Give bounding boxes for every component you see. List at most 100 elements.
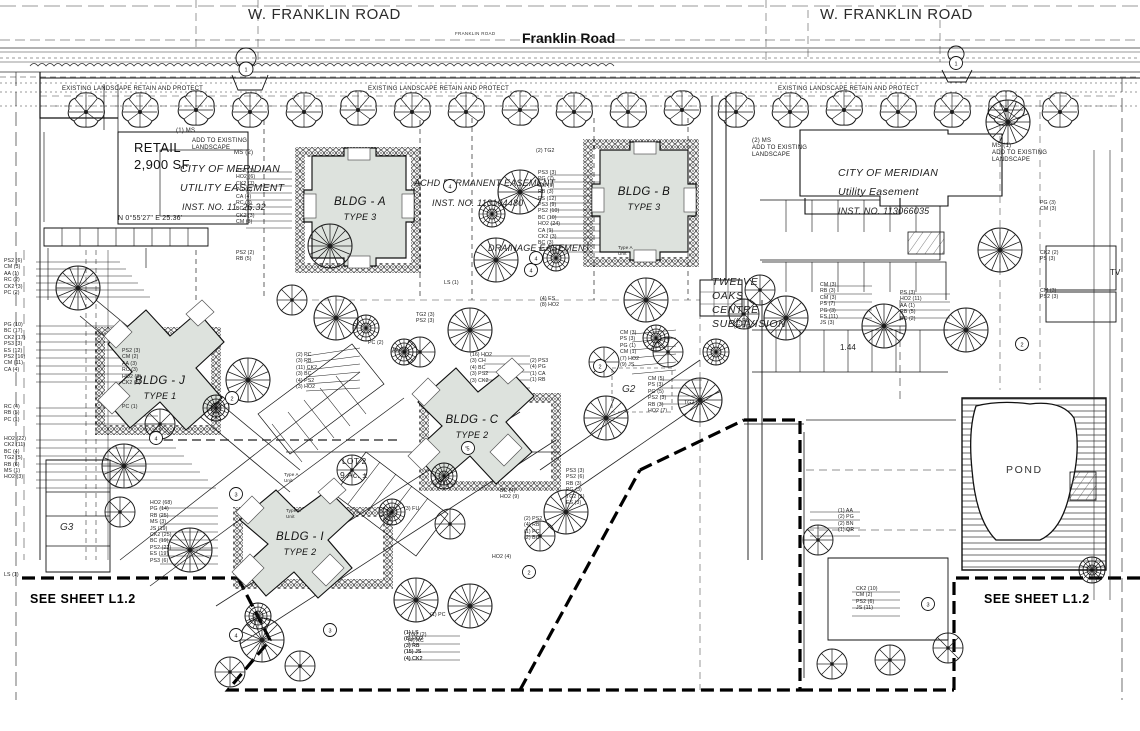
note-existing-landscape-1: EXISTING LANDSCAPE RETAIN AND PROTECT [62, 86, 203, 92]
plant-callout-line: CK2 (25) [150, 532, 172, 539]
existing-commercial-building [799, 129, 1003, 215]
plant-callout: (2) TG2 [536, 148, 554, 154]
plant-callout-line: CA (4) [4, 366, 20, 373]
plant-callout-line: PS (3) [1040, 256, 1056, 263]
plant-callout-line: HO2 (22) [4, 436, 27, 442]
building-footprint-retail [117, 131, 249, 225]
plant-callout-line: (2) PS2 [524, 516, 543, 522]
building-label-b: BLDG - B [617, 186, 671, 198]
plant-callout-line: RB (3) [538, 189, 554, 196]
plant-callout-line: CM (2) [856, 592, 873, 599]
plant-callout-line: TG2 (1) [538, 246, 557, 253]
plant-callout-line: CM (3) [820, 282, 837, 288]
plant-callout-line: BC (3) [538, 240, 554, 247]
plant-callout-line: (1) AA [838, 508, 854, 514]
plant-callout-line: RB (5) [236, 256, 252, 263]
plant-callout-line: (3) FU [404, 506, 420, 512]
site-boundary-inner [15, 72, 1123, 700]
easement-achd-l1: ACHD PERMANENT EASEMENT [414, 178, 556, 188]
retail-label: RETAIL [134, 140, 181, 155]
note-existing-landscape-2: EXISTING LANDSCAPE RETAIN AND PROTECT [368, 86, 509, 92]
svg-text:3: 3 [328, 628, 331, 634]
plant-callout: CM (3)RB (3)CM (3)PS (7)PG (3)ES (11)JS … [820, 282, 838, 327]
plant-callout-line: PG (14) [150, 506, 169, 513]
easement-drainage: DRAINAGE EASEMENT [488, 243, 591, 253]
note-existing-landscape-3: EXISTING LANDSCAPE RETAIN AND PROTECT [778, 86, 919, 92]
plant-callout-line: (1) PC [430, 612, 446, 618]
svg-text:4: 4 [448, 184, 451, 190]
plant-callout: PS2 (3)CM (2)AA (3)RC (3)HO2 (3)CK2 (5) [122, 348, 141, 386]
plant-callout-line: JS (11) [856, 605, 874, 612]
plant-callout: (1) PC [430, 612, 446, 618]
building-type-a: TYPE 3 [343, 212, 377, 222]
plant-callout: PG (3)CM (3) [1040, 200, 1056, 213]
plant-callout-line: MS (1) [4, 468, 21, 475]
plant-callout-line: (9) JS [620, 362, 635, 369]
plant-callout-line: (1) RB [530, 377, 546, 384]
plant-callout: CK2 (10)CM (2)PS2 (6)JS (11) [856, 586, 878, 612]
plant-callout-line: (4) CK2 [404, 655, 423, 662]
plant-callout-line: CK2 (3) [236, 212, 255, 219]
plant-callout: PS (3)HO2 (11)AA (1)RB (5)BC (2) [900, 290, 922, 322]
pond-basin [961, 397, 1107, 571]
plant-callout-line: PC (2) [4, 290, 20, 297]
plant-callout: (2) PS3(4) PG(1) CA(1) RB [530, 358, 548, 384]
plant-callout-line: MS (3) [150, 519, 167, 526]
building-label-i: BLDG - I [276, 531, 324, 543]
plant-callout-line: LS (1) [4, 572, 19, 578]
plant-callout-line: CM (3) [1040, 288, 1057, 294]
plant-callout: TG2 (3)PS2 (3) [416, 312, 435, 325]
plant-callout-line: ES (12) [538, 195, 557, 202]
plant-callout: (2) PS2(4) RB(1) PC(2) BC [524, 516, 542, 542]
plant-callout-line: (3) BC [296, 371, 312, 378]
plant-callout-line: ES (3) [566, 500, 582, 507]
plant-callout-line: PG (6) [236, 187, 252, 194]
svg-text:4: 4 [234, 633, 237, 639]
plant-callout-line: PC (1) [4, 416, 20, 423]
plant-callout-line: HO2 (68) [150, 500, 173, 506]
plant-callout: CM (3)PS (3)PG (1)CM (1)(7) HO2(9) JS [620, 330, 639, 368]
svg-text:2: 2 [230, 396, 233, 402]
plant-callout-line: BC (4) [500, 488, 516, 494]
plant-callout-line: AA (1) [4, 270, 20, 277]
plant-callout-line: (4) ES [540, 296, 556, 302]
plant-callout-line: CM (6) [538, 182, 555, 189]
plant-callout-line: CM (5) [648, 376, 665, 382]
plant-callout: (16) HO2(3) CH(4) BC(3) PS2(3) CK2 [470, 352, 492, 384]
plant-callout-line: CK2 (11) [4, 442, 26, 449]
plant-callout-line: PS2 (6) [4, 258, 23, 264]
plant-callout: PC (2) [368, 340, 384, 346]
plant-callout-line: HO2 (11) [900, 296, 922, 303]
plant-callout-line: TG2 (3) [416, 312, 435, 318]
road-label-center-tiny: FRANKLIN ROAD [455, 31, 496, 36]
lot-line-2: 9 Ac. ± [340, 470, 368, 480]
plant-callout-line: (1) LS [404, 630, 419, 636]
road-label-north-right: W. FRANKLIN ROAD [820, 6, 973, 23]
plant-callout: (2) PC(3) RB(11) CK2(3) BC(4) PS2(3) HO2 [296, 352, 317, 390]
plant-callout-line: CM (3) [820, 294, 837, 301]
svg-text:2: 2 [1020, 342, 1023, 348]
plant-callout-line: CM (2) [122, 354, 139, 361]
plant-callout-line: PG (7) [538, 176, 554, 183]
plant-callout-line: (4) PS2 [296, 377, 315, 384]
plant-callout: HO2 (4) [492, 554, 511, 560]
note-ms-1: (1) MS [176, 128, 196, 134]
plant-callout-line: (4) RC [408, 638, 424, 645]
plant-callout: (1) LS(8) HO2(3) RB(15) JS(4) CK2 [404, 630, 423, 662]
plant-callout-line: (4) PG [530, 364, 546, 371]
plant-callout-line: PS3 (3) [566, 468, 585, 474]
grass-label-g2: G2 [622, 384, 636, 395]
subdivision-line-2: OAKS [712, 290, 744, 302]
plant-callout: (1) AA(2) PG(2) BN(1) QR [838, 508, 854, 534]
subdivision-line-3: CENTRE [712, 304, 759, 316]
plant-callout-line: (4) BC [470, 364, 486, 371]
plant-callout-line: JS (19) [150, 525, 168, 532]
plant-callout-line: (11) CK2 [296, 364, 318, 371]
bearing-label: N 0°55'27" E 25.36' [118, 215, 183, 222]
